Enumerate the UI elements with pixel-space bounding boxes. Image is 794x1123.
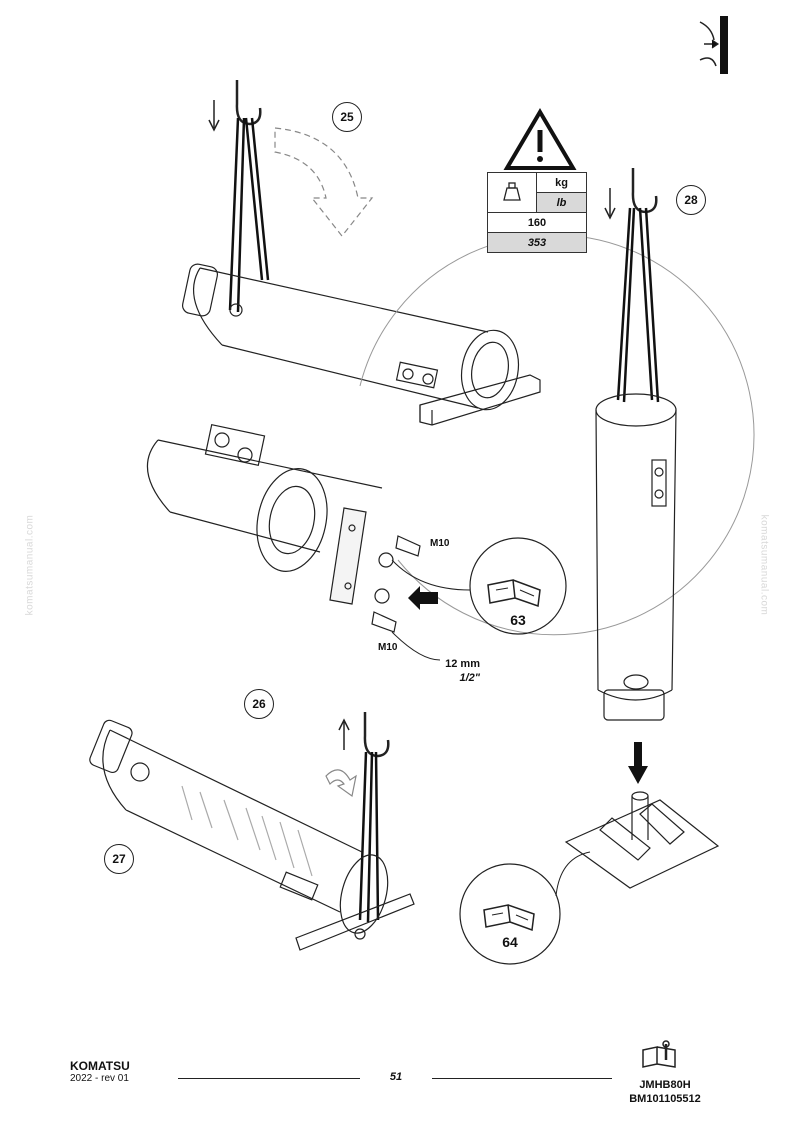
manual-book-icon	[487, 579, 541, 608]
manual-reference-63	[391, 537, 567, 635]
model-name: JMHB80H	[639, 1079, 691, 1091]
manual-reference-number-64: 64	[502, 934, 518, 950]
watermark-left: komatsumanual.com	[24, 514, 36, 616]
manual-reference-number-63: 63	[510, 612, 526, 628]
footer-edition: 2022 - rev 01	[70, 1073, 129, 1084]
manual-book-icon	[483, 904, 535, 932]
wrench-size-metric: 12 mm	[445, 658, 480, 670]
footer-rule-left	[178, 1078, 360, 1079]
step-28-illustration	[564, 168, 720, 889]
chapter-tab-icon	[699, 16, 728, 74]
weight-table: kg lb 160 353	[487, 172, 587, 253]
detail-zoom-illustration	[146, 234, 755, 636]
manual-tool-icon	[642, 1040, 676, 1068]
wrench-size-imperial: 1/2"	[459, 672, 480, 684]
weight-icon-cell	[487, 172, 537, 213]
step-number-26: 26	[244, 689, 274, 719]
weight-unit-lb: lb	[536, 192, 587, 213]
footer-rule-right	[432, 1078, 612, 1079]
step-number-25: 25	[332, 102, 362, 132]
step-27-illustration	[89, 712, 415, 951]
document-code: BM101105512	[629, 1093, 701, 1105]
weight-value-kg: 160	[487, 212, 587, 233]
step-number-28: 28	[676, 185, 706, 215]
footer-brand: KOMATSU	[70, 1059, 130, 1073]
bolt-size-label-lower: M10	[378, 642, 398, 653]
warning-icon	[503, 108, 577, 170]
bolt-size-label-upper: M10	[430, 538, 450, 549]
step-number-27: 27	[104, 844, 134, 874]
manual-reference-64	[459, 851, 591, 965]
footer-model-info: JMHB80H BM101105512	[620, 1078, 710, 1106]
page-number: 51	[389, 1071, 403, 1083]
crane-hook-icon	[338, 712, 390, 758]
step-25-illustration	[181, 80, 541, 426]
weight-unit-kg: kg	[536, 172, 587, 193]
watermark-right: komatsumanual.com	[758, 514, 770, 616]
weight-icon	[503, 182, 521, 201]
crane-hook-icon	[208, 80, 262, 132]
weight-value-lb: 353	[487, 232, 587, 253]
wrench-size-label: 12 mm 1/2"	[410, 657, 480, 685]
